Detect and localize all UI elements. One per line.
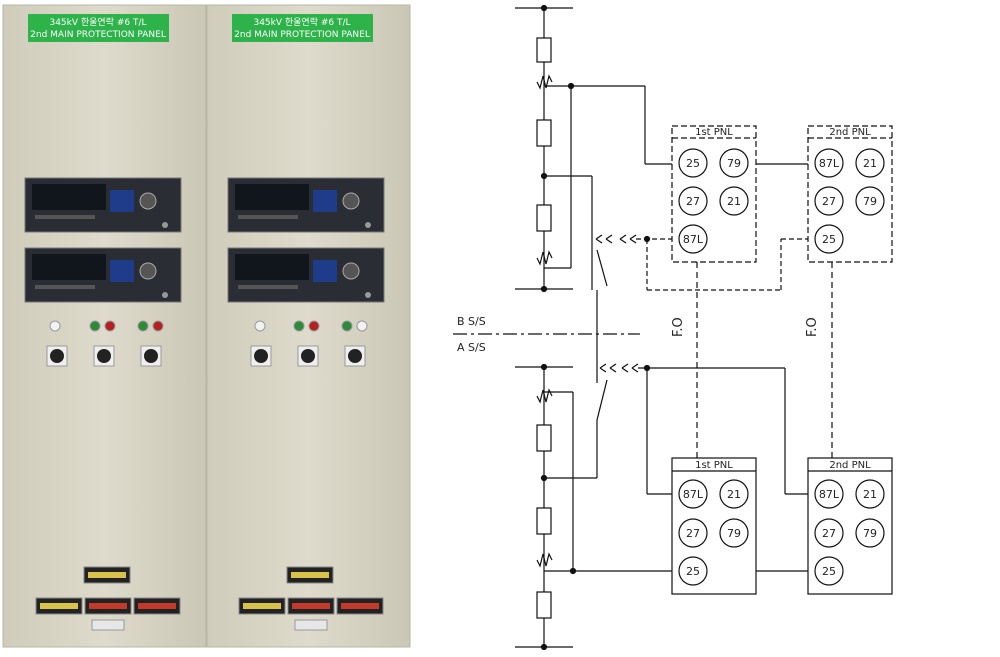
panel-box-bottom-1st (671, 457, 757, 595)
relay-label: 79 (727, 527, 741, 540)
relay-label: 27 (822, 195, 836, 208)
selector-switches (250, 345, 366, 367)
relay-label: 27 (686, 527, 700, 540)
nameplate-line2: 2nd MAIN PROTECTION PANEL (234, 30, 370, 40)
relay-label: 25 (686, 565, 700, 578)
relay-keypad (110, 190, 134, 212)
panel-box-bottom-2nd (807, 457, 893, 595)
relay-keypad (313, 190, 337, 212)
relay-label: 79 (727, 157, 741, 170)
cabinet-left: 345kV 한울연락 #6 T/L 2nd MAIN PROTECTION PA… (2, 4, 207, 648)
panel-title-bottom-1st: 1st PNL (695, 460, 733, 471)
relay-unit (227, 247, 385, 303)
nameplate-line1: 345kV 한울연락 #6 T/L (49, 16, 146, 28)
test-terminal-blocks (35, 566, 181, 631)
panel-title-bottom-2nd: 2nd PNL (829, 460, 871, 471)
nameplate-line1: 345kV 한울연락 #6 T/L (253, 16, 350, 28)
breaker-symbol (536, 119, 552, 147)
breaker-symbol (536, 204, 552, 232)
panel-photo: 345kV 한울연락 #6 T/L 2nd MAIN PROTECTION PA… (2, 4, 411, 648)
single-line-diagram (453, 4, 893, 651)
relay-label: 79 (863, 195, 877, 208)
indicator-lamps (49, 320, 164, 332)
nameplate-line2: 2nd MAIN PROTECTION PANEL (30, 30, 166, 40)
diagram-labels: B S/S A S/S F.O F.O 1st PNL 2nd PNL 1st … (457, 127, 877, 578)
fiber-label-2: F.O (805, 317, 820, 337)
relay-label: 87L (819, 157, 840, 170)
relay-label: 87L (683, 233, 704, 246)
relay-keypad (110, 260, 134, 282)
relay-label: 21 (727, 488, 741, 501)
cabinet-right: 345kV 한울연락 #6 T/L 2nd MAIN PROTECTION PA… (206, 4, 411, 648)
fiber-label-1: F.O (671, 317, 686, 337)
panel-title-top-1st: 1st PNL (695, 127, 733, 138)
current-transformer-symbol (536, 388, 553, 404)
nameplate (232, 14, 373, 42)
indicator-lamps (254, 320, 368, 332)
panel-box-top-2nd (807, 125, 893, 263)
relay-label: 25 (822, 233, 836, 246)
relay-label: 87L (819, 488, 840, 501)
relay-navigation-dial (139, 262, 157, 280)
relay-display (235, 254, 309, 280)
relay-unit (24, 247, 182, 303)
current-transformer-symbol (536, 552, 553, 568)
relay-navigation-dial (139, 192, 157, 210)
panel-title-top-2nd: 2nd PNL (829, 127, 871, 138)
relay-label: 79 (863, 527, 877, 540)
relay-label: 27 (686, 195, 700, 208)
bus-b-label: B S/S (457, 315, 486, 328)
relay-keypad (313, 260, 337, 282)
relay-display (235, 184, 309, 210)
relay-label: 25 (686, 157, 700, 170)
relay-navigation-dial (342, 262, 360, 280)
relay-display (32, 254, 106, 280)
breaker-symbol (536, 424, 552, 452)
bus-a-label: A S/S (457, 341, 486, 354)
current-transformer-symbol (536, 74, 553, 90)
breaker-symbol (536, 37, 552, 63)
relay-unit (227, 177, 385, 233)
relay-label: 21 (863, 488, 877, 501)
relay-unit (24, 177, 182, 233)
test-terminal-blocks (238, 566, 384, 631)
relay-label: 87L (683, 488, 704, 501)
relay-label: 21 (727, 195, 741, 208)
nameplate (28, 14, 169, 42)
selector-switches (46, 345, 162, 367)
relay-label: 27 (822, 527, 836, 540)
relay-label: 25 (822, 565, 836, 578)
panel-box-top-1st (671, 125, 757, 263)
relay-label: 21 (863, 157, 877, 170)
breaker-symbol (536, 507, 552, 535)
relay-navigation-dial (342, 192, 360, 210)
current-transformer-symbol (536, 250, 553, 266)
relay-display (32, 184, 106, 210)
breaker-symbol (536, 591, 552, 619)
